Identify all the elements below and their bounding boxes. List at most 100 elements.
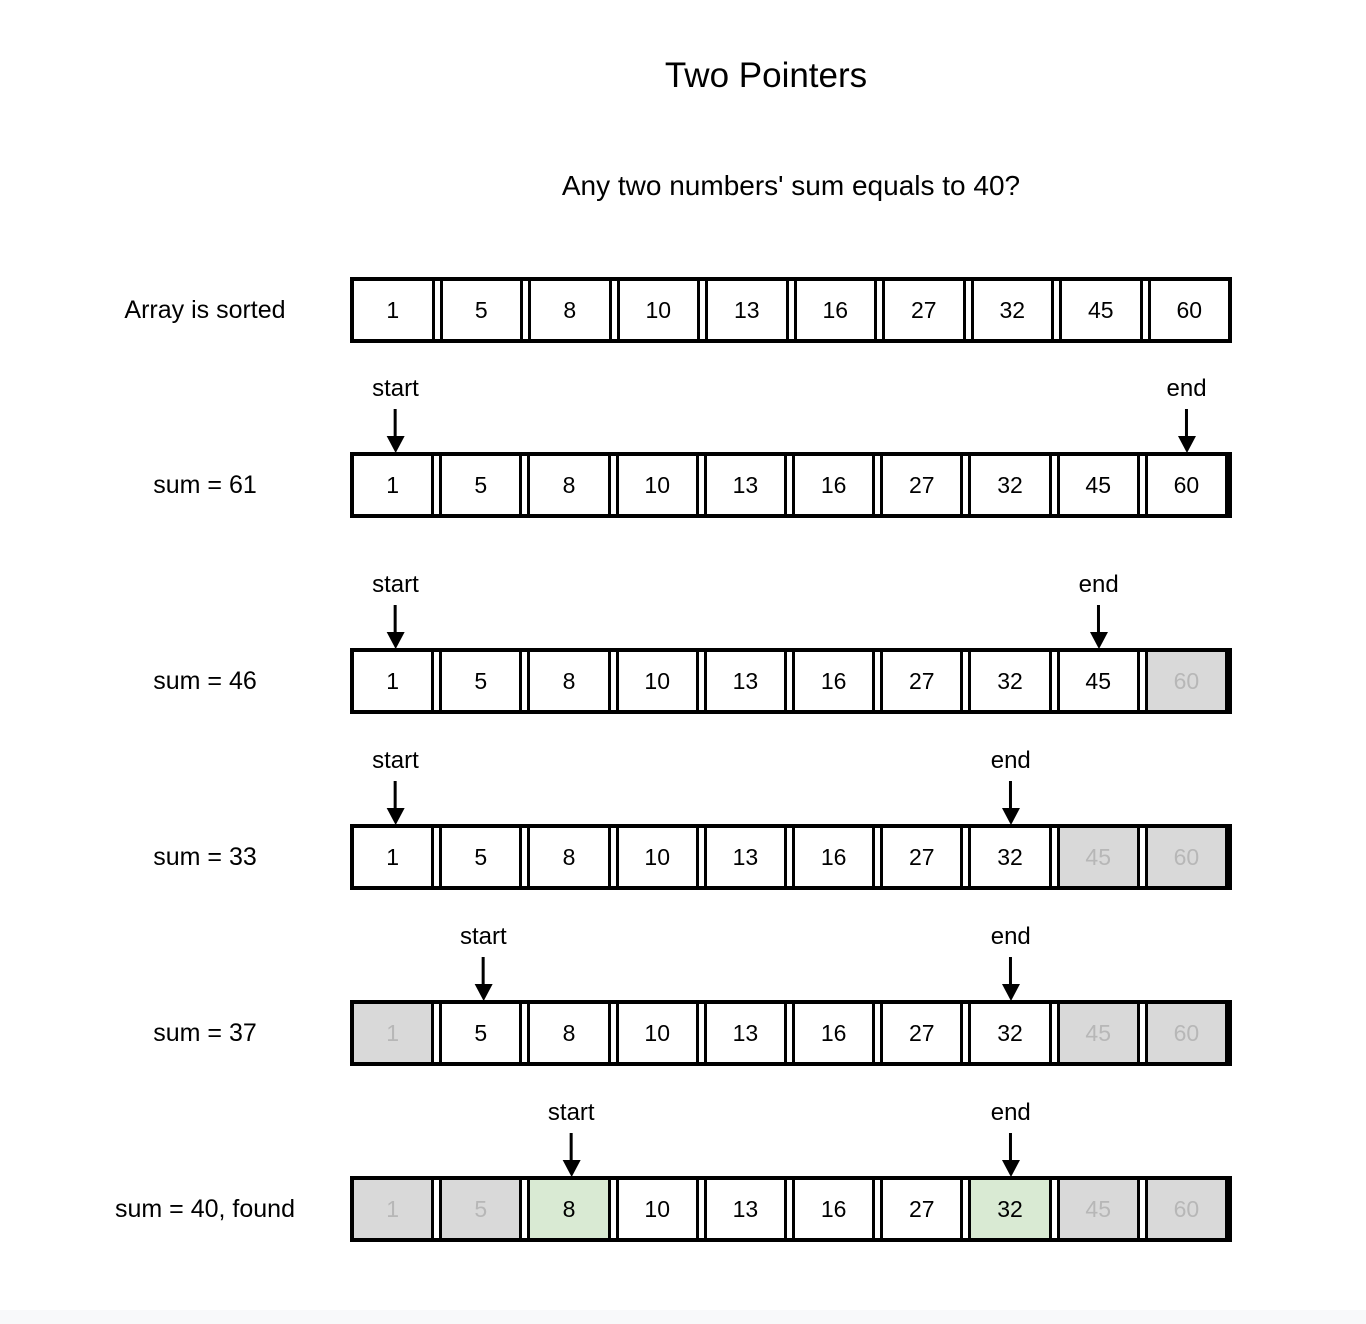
end-pointer: end — [991, 1099, 1031, 1177]
cell-value: 5 — [474, 667, 488, 694]
array-cell: 60 — [1144, 828, 1229, 886]
arrow-down-icon — [386, 632, 405, 649]
array-cell: 5 — [439, 456, 523, 514]
array-cell: 45 — [1056, 1180, 1140, 1238]
start-pointer-label: start — [372, 375, 419, 402]
cell-value: 1 — [386, 667, 399, 694]
cell-value: 45 — [1087, 296, 1114, 323]
array-cell: 27 — [882, 281, 966, 339]
end-pointer-label: end — [990, 747, 1031, 774]
array-cell: 13 — [705, 281, 789, 339]
end-arrow-stem — [1097, 605, 1101, 632]
array-cell: 8 — [527, 652, 611, 710]
array-cell: 5 — [439, 281, 523, 339]
array-cell: 60 — [1144, 1004, 1229, 1062]
cell-value: 27 — [909, 1019, 935, 1046]
array-cell: 8 — [527, 1180, 611, 1238]
array-cell: 8 — [527, 1004, 611, 1062]
start-pointer: start — [372, 747, 419, 825]
arrow-down-icon — [1177, 436, 1196, 453]
cell-value: 8 — [563, 296, 577, 323]
array-cell: 10 — [615, 828, 699, 886]
array-cell: 32 — [968, 828, 1052, 886]
end-arrow-stem — [1009, 957, 1013, 984]
array-cell: 10 — [616, 281, 700, 339]
cell-value: 45 — [1085, 667, 1112, 694]
cell-value: 27 — [909, 843, 935, 870]
array-cell: 1 — [354, 1180, 435, 1238]
arrow-down-icon — [386, 436, 405, 453]
array-cell: 16 — [793, 281, 877, 339]
array-cell: 8 — [527, 828, 611, 886]
array-cell: 60 — [1147, 281, 1228, 339]
array-cell: 45 — [1056, 456, 1140, 514]
cell-value: 5 — [474, 471, 488, 498]
array-cell: 1 — [354, 456, 435, 514]
row-label: sum = 37 — [153, 1018, 257, 1047]
cell-value: 1 — [386, 1195, 399, 1222]
cell-value: 13 — [732, 1195, 759, 1222]
arrow-down-icon — [474, 984, 493, 1001]
start-arrow-stem — [393, 781, 397, 808]
end-arrow-stem — [1009, 1133, 1013, 1160]
start-pointer: start — [372, 571, 419, 649]
cell-value: 10 — [644, 1019, 670, 1046]
cell-value: 32 — [997, 843, 1023, 870]
array-cell: 32 — [968, 1180, 1052, 1238]
array-cell: 16 — [792, 1180, 876, 1238]
array-cell: 8 — [528, 281, 612, 339]
array-cell: 45 — [1056, 1004, 1140, 1062]
end-pointer-label: end — [1078, 571, 1119, 598]
diagram-title: Two Pointers — [664, 56, 868, 95]
cell-value: 13 — [732, 1019, 759, 1046]
cell-value: 8 — [562, 843, 576, 870]
cell-value: 16 — [822, 296, 849, 323]
cell-value: 60 — [1173, 843, 1200, 870]
cell-value: 27 — [909, 667, 935, 694]
row-label: sum = 61 — [153, 470, 257, 499]
end-pointer-label: end — [990, 923, 1031, 950]
cell-value: 27 — [909, 471, 935, 498]
cell-value: 60 — [1176, 296, 1203, 323]
arrow-down-icon — [386, 808, 405, 825]
array-cell: 60 — [1144, 652, 1229, 710]
array-cell: 60 — [1144, 456, 1229, 514]
cell-value: 8 — [562, 667, 576, 694]
array-cell: 1 — [354, 652, 435, 710]
cell-value: 8 — [562, 1195, 576, 1222]
array-cell: 45 — [1056, 652, 1140, 710]
array-cell: 45 — [1059, 281, 1143, 339]
cell-value: 13 — [733, 296, 760, 323]
array-cell: 13 — [703, 828, 788, 886]
start-arrow-stem — [481, 957, 485, 984]
cell-value: 10 — [644, 1195, 670, 1222]
bottom-strip — [0, 1310, 1366, 1324]
row-label: sum = 46 — [153, 666, 257, 695]
row-label: Array is sorted — [124, 295, 286, 324]
array-cell: 16 — [792, 1004, 876, 1062]
cell-value: 10 — [644, 843, 670, 870]
cell-value: 45 — [1085, 843, 1112, 870]
cell-value: 45 — [1085, 1019, 1112, 1046]
cell-value: 16 — [820, 471, 847, 498]
cell-value: 8 — [562, 471, 576, 498]
array-cell: 10 — [615, 1004, 699, 1062]
end-pointer: end — [1167, 375, 1207, 453]
cell-value: 5 — [474, 1019, 488, 1046]
arrow-down-icon — [1001, 984, 1020, 1001]
cell-value: 32 — [999, 296, 1026, 323]
array-cell: 27 — [880, 652, 964, 710]
array-cell: 45 — [1056, 828, 1140, 886]
cell-value: 1 — [386, 471, 399, 498]
cell-value: 1 — [386, 843, 399, 870]
start-pointer: start — [548, 1099, 595, 1177]
cell-value: 10 — [645, 296, 672, 323]
cell-value: 60 — [1173, 471, 1200, 498]
